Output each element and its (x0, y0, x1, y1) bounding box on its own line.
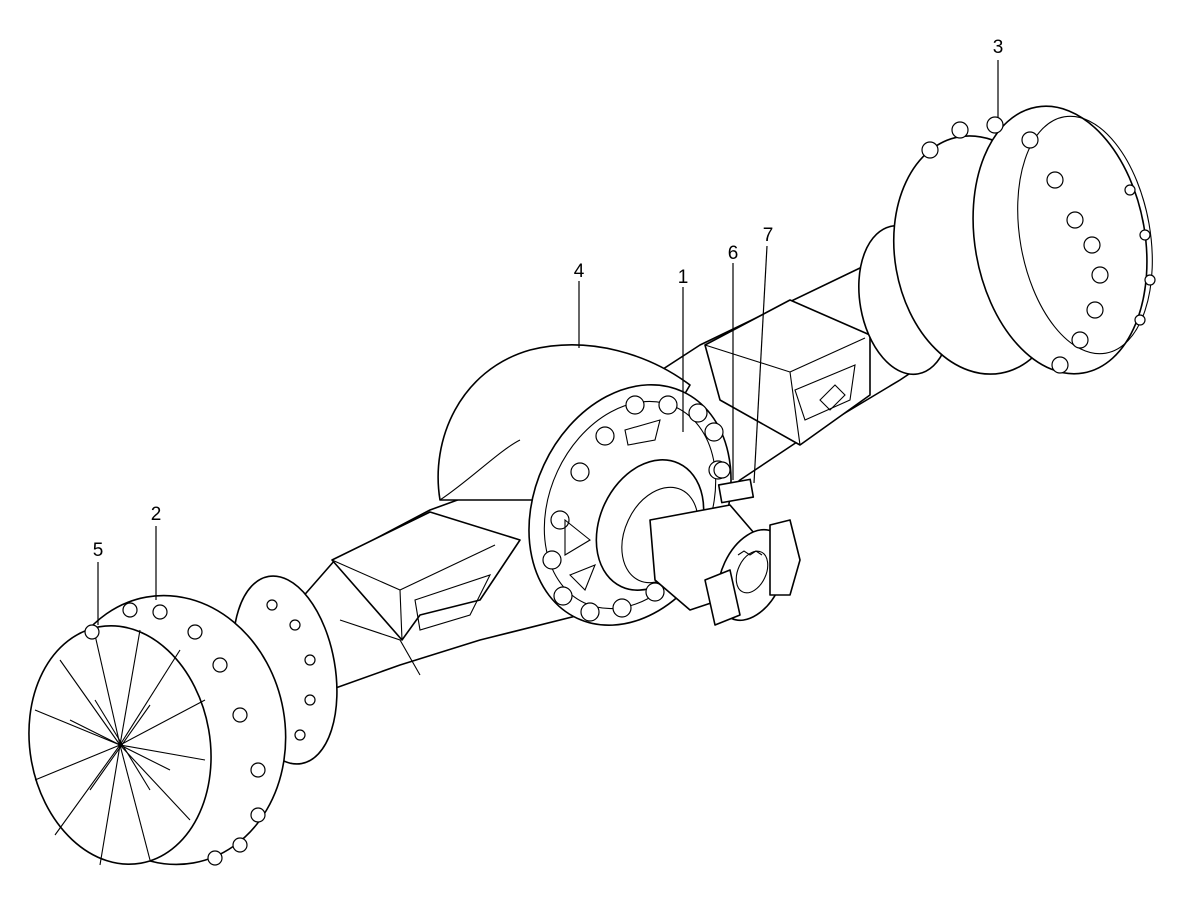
breather-plate (713, 461, 755, 504)
yoke-ear-right (769, 519, 801, 596)
leader-7 (753, 245, 768, 484)
callout-5: 5 (93, 540, 104, 561)
callout-6: 6 (728, 243, 739, 264)
left-drum-fins (34, 629, 206, 866)
right-wheel-hub (858, 105, 1156, 376)
callout-4: 4 (574, 261, 585, 282)
callout-2: 2 (151, 504, 162, 525)
yoke-ear-left (704, 569, 741, 626)
right-hub-flange (972, 105, 1148, 375)
pinion-flange (649, 504, 801, 626)
callout-1: 1 (678, 267, 689, 288)
left-hub-bolts (84, 599, 316, 866)
callout-leaders (97, 60, 999, 625)
callout-labels: 1 2 3 4 5 6 7 (93, 37, 1004, 561)
callout-7: 7 (763, 225, 774, 246)
callout-3: 3 (993, 37, 1004, 58)
right-hub-bolts (921, 116, 1156, 374)
left-wheel-hub (28, 575, 338, 866)
